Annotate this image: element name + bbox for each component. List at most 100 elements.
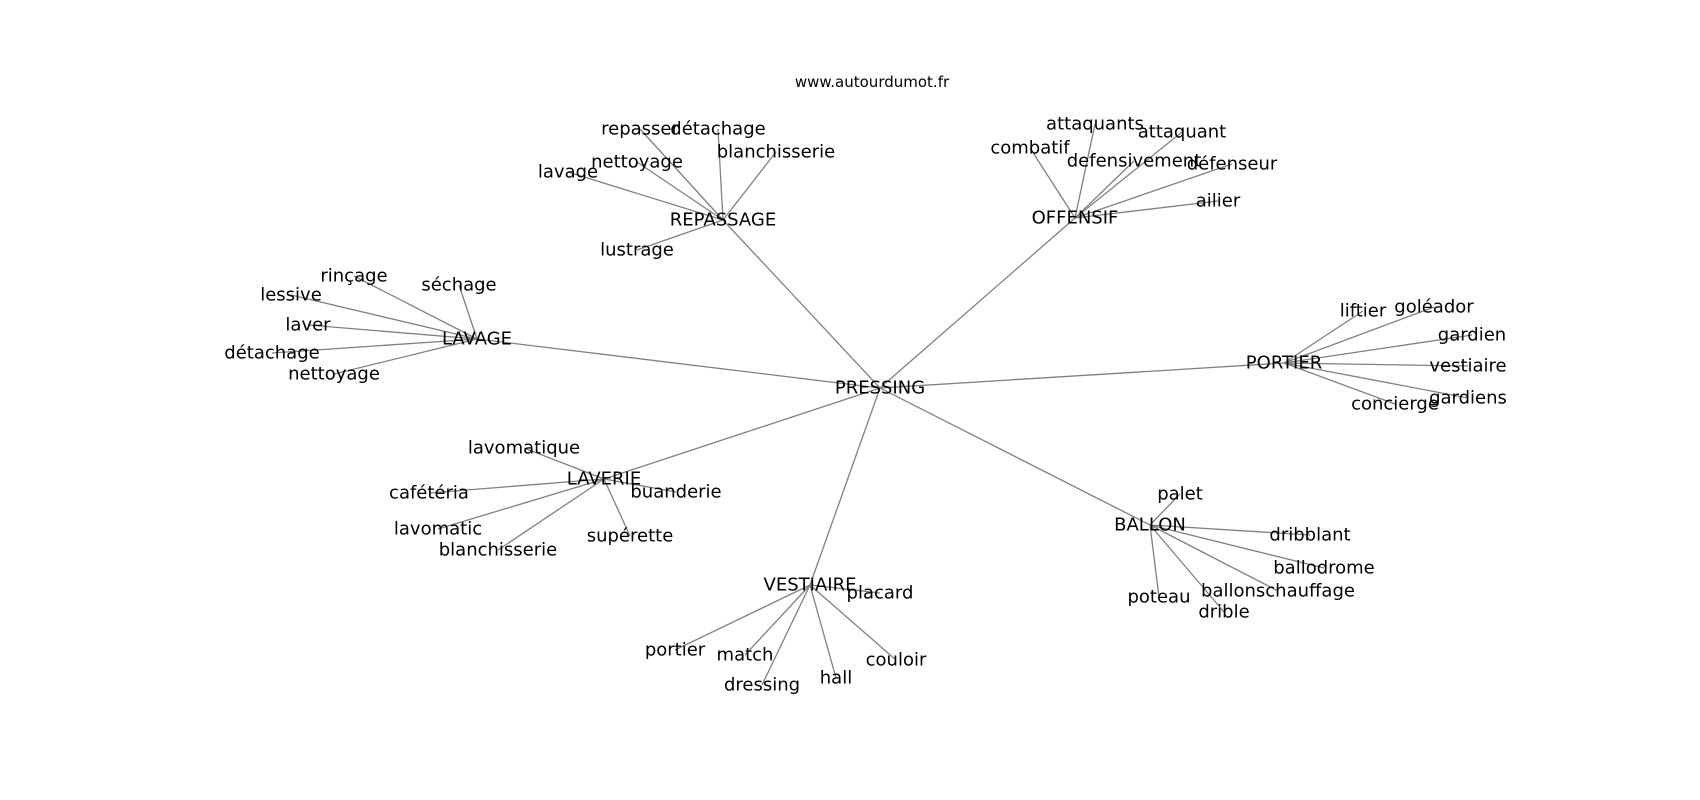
edge-line — [603, 478, 677, 493]
edge-line — [744, 584, 811, 656]
edge-line — [333, 338, 478, 375]
leaf-node-label: gardien — [1438, 325, 1506, 346]
leaf-node-label: rinçage — [320, 266, 387, 287]
labels-layer: repasserdétachageblanchisserienettoyagel… — [224, 114, 1507, 696]
edge-line — [1149, 493, 1181, 526]
leaf-node-label: ailier — [1196, 191, 1241, 212]
edge-line — [476, 338, 881, 389]
edge-line — [636, 161, 724, 221]
edge-line — [1283, 334, 1473, 364]
leaf-node-label: defensivement — [1067, 151, 1202, 172]
leaf-node-label: ballonschauffage — [1201, 581, 1355, 602]
leaf-node-label: lavomatic — [394, 519, 482, 540]
leaf-node-label: lavomatique — [468, 438, 580, 459]
edge-line — [809, 584, 897, 661]
leaf-node-label: buanderie — [630, 482, 721, 503]
edge-line — [428, 478, 605, 494]
edges-layer — [271, 123, 1473, 686]
edge-line — [603, 387, 881, 480]
leaf-node-label: laver — [285, 315, 331, 336]
hub-node-label: OFFENSIF — [1032, 208, 1119, 229]
leaf-node-label: goléador — [1394, 297, 1474, 318]
edge-line — [1074, 160, 1135, 219]
edge-line — [1283, 362, 1469, 399]
hub-node-label: REPASSAGE — [670, 210, 776, 231]
edge-line — [639, 128, 724, 221]
edge-line — [1149, 524, 1225, 613]
leaf-node-label: palet — [1157, 484, 1203, 505]
hub-node-label: LAVERIE — [567, 469, 641, 490]
edge-line — [1283, 310, 1364, 364]
edge-line — [1283, 306, 1435, 364]
leaf-node-label: drible — [1198, 602, 1249, 623]
edge-line — [1074, 123, 1096, 219]
leaf-node-label: lavage — [538, 162, 598, 183]
leaf-node-label: poteau — [1127, 587, 1190, 608]
edge-line — [879, 217, 1076, 389]
hub-node-label: PORTIER — [1246, 353, 1322, 374]
edge-line — [809, 584, 881, 594]
edge-line — [1283, 362, 1469, 367]
edge-line — [497, 478, 605, 551]
edge-line — [809, 584, 837, 679]
edge-line — [722, 151, 777, 221]
edge-line — [458, 284, 478, 340]
edge-line — [1149, 524, 1311, 536]
edge-line — [437, 478, 605, 530]
edge-line — [1029, 147, 1076, 219]
leaf-node-label: placard — [847, 583, 914, 604]
edge-line — [717, 128, 724, 221]
leaf-node-label: lustrage — [600, 240, 674, 261]
edge-line — [879, 362, 1285, 389]
edge-line — [567, 171, 724, 221]
edge-line — [290, 294, 478, 340]
leaf-node-label: hall — [820, 668, 852, 689]
leaf-node-label: cafétéria — [389, 483, 469, 504]
hub-node-label: LAVAGE — [442, 329, 512, 350]
edge-line — [722, 219, 881, 389]
edge-line — [636, 219, 724, 251]
edge-line — [1074, 163, 1233, 219]
leaf-node-label: blanchisserie — [717, 142, 835, 163]
leaf-node-label: détachage — [670, 119, 765, 140]
leaf-node-label: repasser — [601, 119, 679, 140]
hub-node-label: VESTIAIRE — [764, 575, 857, 596]
leaf-node-label: nettoyage — [288, 364, 380, 385]
edge-line — [271, 338, 478, 354]
leaf-node-label: dressing — [724, 675, 800, 696]
edge-line — [1149, 524, 1160, 598]
leaf-node-label: blanchisserie — [439, 540, 557, 561]
edge-line — [353, 275, 478, 340]
leaf-node-label: dribblant — [1269, 525, 1350, 546]
leaf-node-label: ballodrome — [1273, 558, 1375, 579]
leaf-node-label: supérette — [587, 526, 674, 547]
leaf-node-label: combatif — [990, 138, 1070, 159]
leaf-node-label: couloir — [866, 650, 927, 671]
leaf-node-label: défenseur — [1187, 154, 1278, 175]
leaf-node-label: liftier — [1340, 301, 1387, 322]
leaf-node-label: séchage — [421, 275, 496, 296]
leaf-node-label: nettoyage — [591, 152, 683, 173]
site-caption: www.autourdumot.fr — [795, 73, 950, 91]
leaf-node-label: lessive — [260, 285, 322, 306]
edge-line — [809, 387, 881, 586]
edge-line — [1149, 524, 1279, 592]
edge-line — [761, 584, 811, 686]
leaf-node-label: match — [717, 645, 774, 666]
leaf-node-label: vestiaire — [1429, 356, 1506, 377]
leaf-node-label: attaquants — [1046, 114, 1144, 135]
hub-node-label: BALLON — [1114, 515, 1186, 536]
leaf-node-label: portier — [645, 640, 706, 661]
edge-line — [1074, 200, 1219, 219]
edge-line — [603, 478, 631, 537]
leaf-node-label: détachage — [224, 343, 319, 364]
edge-line — [523, 447, 605, 480]
edge-line — [1074, 131, 1183, 219]
leaf-node-label: attaquant — [1138, 122, 1227, 143]
edge-line — [879, 387, 1151, 526]
edge-line — [674, 584, 811, 651]
edge-line — [307, 324, 478, 340]
center-node-label: PRESSING — [835, 378, 925, 399]
leaf-node-label: gardiens — [1429, 388, 1507, 409]
